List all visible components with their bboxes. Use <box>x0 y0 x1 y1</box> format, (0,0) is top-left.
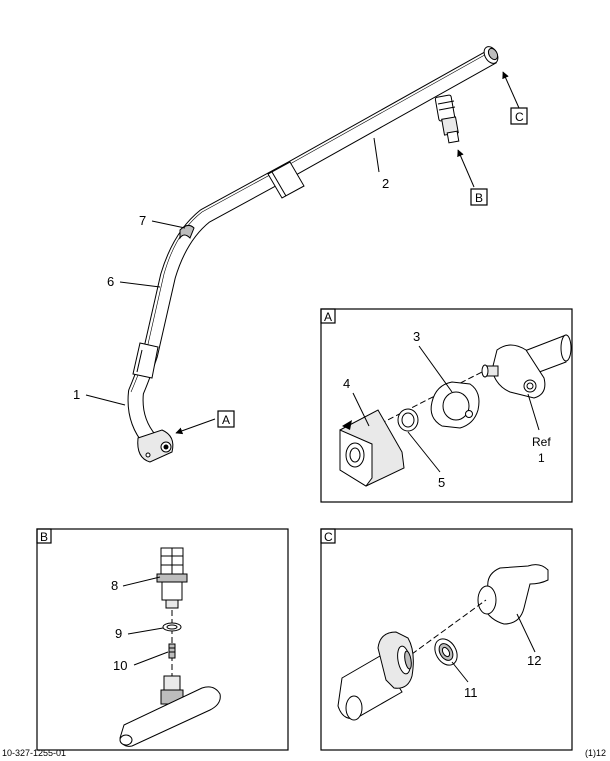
tube-end-upper <box>483 46 499 64</box>
view-box-a-pointer: A <box>217 410 235 428</box>
tube-sleeve-upper <box>267 161 305 199</box>
detail-view-a: A 3 4 5 Ref 1 <box>320 308 573 503</box>
tube-flange-lower <box>137 429 174 463</box>
view-box-b-pointer: B <box>470 188 488 206</box>
callout-5: 5 <box>438 475 445 490</box>
tube-sleeve-lower <box>132 342 159 379</box>
callout-4: 4 <box>343 376 350 391</box>
detail-a-label: A <box>324 310 332 324</box>
main-leaders <box>85 71 520 435</box>
view-label-a-main: A <box>222 413 230 427</box>
callout-10: 10 <box>113 658 127 673</box>
figure-sheet: (1)12 <box>584 748 606 758</box>
callout-8: 8 <box>111 578 118 593</box>
callout-2: 2 <box>382 176 389 191</box>
callout-1: 1 <box>73 387 80 402</box>
detail-b-label: B <box>40 530 48 544</box>
view-label-c-main: C <box>515 110 524 124</box>
callout-9: 9 <box>115 626 122 641</box>
callout-11: 11 <box>464 685 478 700</box>
callout-7: 7 <box>139 213 146 228</box>
ref-label: Ref <box>532 435 551 449</box>
figure-code: 10-327-1255-01 <box>2 748 67 758</box>
tube-clip <box>179 224 195 240</box>
view-label-b-main: B <box>475 191 483 205</box>
main-tube-assembly <box>127 46 499 463</box>
detail-view-b: B 8 9 10 <box>36 528 289 751</box>
pressure-switch-part <box>434 94 460 144</box>
callout-6: 6 <box>107 274 114 289</box>
ref-number: 1 <box>538 451 545 465</box>
detail-view-c: C 11 12 <box>320 528 573 751</box>
callout-12: 12 <box>527 653 541 668</box>
detail-c-label: C <box>324 530 333 544</box>
view-box-c-pointer: C <box>510 107 528 125</box>
callout-3: 3 <box>413 329 420 344</box>
